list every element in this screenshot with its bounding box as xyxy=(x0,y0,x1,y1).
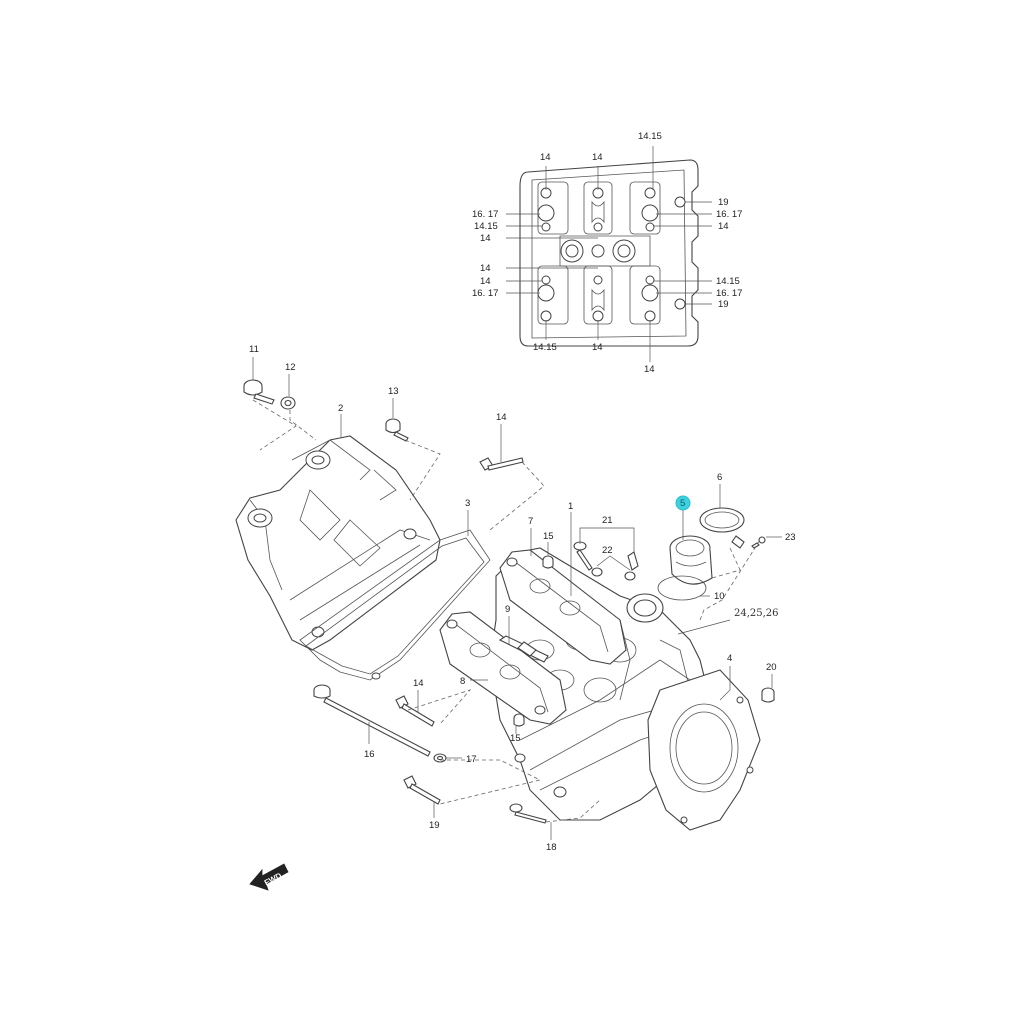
exploded-leaders xyxy=(252,357,782,840)
label-23: 23 xyxy=(785,532,796,543)
bolt-11 xyxy=(243,379,275,405)
label-19-b: 19 xyxy=(718,299,729,310)
label-14-a: 14 xyxy=(540,152,551,163)
label-16-17-left-2: 16. 17 xyxy=(472,288,498,299)
label-14-b: 14 xyxy=(592,152,603,163)
dowel-15-lower xyxy=(513,713,525,727)
screw-23 xyxy=(751,536,766,549)
label-22: 22 xyxy=(602,545,613,556)
label-15-lower: 15 xyxy=(510,733,521,744)
label-14-15-left-1: 14.15 xyxy=(474,221,498,232)
top-view-labels: 14.15 14 14 19 16. 17 14.15 14 16. 17 14… xyxy=(472,131,742,375)
bolt-19 xyxy=(403,775,441,805)
assembly-dashed-lines xyxy=(252,399,761,823)
label-21: 21 xyxy=(602,515,613,526)
hose-clamp-6 xyxy=(699,507,745,549)
label-24-25-26: 24,25,26 xyxy=(734,608,779,619)
label-14-left-1: 14 xyxy=(480,233,491,244)
label-2: 2 xyxy=(338,403,343,414)
label-8: 8 xyxy=(460,676,465,687)
label-13: 13 xyxy=(388,386,399,397)
washer-12 xyxy=(280,396,296,410)
spark-plug-9 xyxy=(498,635,549,663)
label-10: 10 xyxy=(714,591,725,602)
label-19-a: 19 xyxy=(718,197,729,208)
cylinder-head-top-view xyxy=(519,159,699,347)
label-5: 5 xyxy=(680,498,685,509)
fwd-arrow-icon: FWD xyxy=(249,863,289,891)
label-14-left-2: 14 xyxy=(480,263,491,274)
label-3: 3 xyxy=(465,498,470,509)
label-6: 6 xyxy=(717,472,722,483)
cam-holder-7 xyxy=(499,549,627,665)
head-gasket-4 xyxy=(647,669,761,831)
bolt-14-lower xyxy=(395,695,435,727)
bolt-22 xyxy=(591,551,639,581)
label-16-17-right-2: 16. 17 xyxy=(716,288,742,299)
cam-holder-8 xyxy=(439,611,567,725)
label-9: 9 xyxy=(505,604,510,615)
label-16-17-left-1: 16. 17 xyxy=(472,209,498,220)
label-7: 7 xyxy=(528,516,533,527)
label-16: 16 xyxy=(364,749,375,760)
stud-18 xyxy=(509,803,547,824)
head-cover-gasket-3 xyxy=(299,529,491,681)
label-20: 20 xyxy=(766,662,777,673)
label-1: 1 xyxy=(568,501,573,512)
dowel-20 xyxy=(761,687,775,703)
label-12: 12 xyxy=(285,362,296,373)
bolt-21 xyxy=(573,541,593,571)
washer-17 xyxy=(433,753,447,763)
highlight-marker-5 xyxy=(675,495,691,511)
label-16-17-right-1: 16. 17 xyxy=(716,209,742,220)
label-14-15-top: 14.15 xyxy=(638,131,662,142)
label-14-left-3: 14 xyxy=(480,276,491,287)
label-19: 19 xyxy=(429,820,440,831)
label-14-15-right-2: 14.15 xyxy=(716,276,740,287)
exploded-view-labels: 11 12 2 13 14 3 7 1 21 15 22 5 6 23 10 2… xyxy=(249,344,796,853)
bolt-14-upper xyxy=(479,457,524,471)
o-ring-10 xyxy=(657,575,707,601)
label-14-bottom-1: 14 xyxy=(592,342,603,353)
label-14-upper: 14 xyxy=(496,412,507,423)
label-18: 18 xyxy=(546,842,557,853)
bolt-13 xyxy=(385,418,409,442)
label-4: 4 xyxy=(727,653,732,664)
cylinder-head-cover-2 xyxy=(235,435,441,651)
long-bolt-16 xyxy=(313,684,431,757)
label-17: 17 xyxy=(466,754,477,765)
top-view-leaders xyxy=(506,146,712,362)
intake-manifold-5 xyxy=(669,535,713,585)
dowel-15-upper xyxy=(542,555,554,569)
label-14-right-1: 14 xyxy=(718,221,729,232)
label-14-bottom-2: 14 xyxy=(644,364,655,375)
label-14-lower: 14 xyxy=(413,678,424,689)
label-11: 11 xyxy=(249,344,259,355)
label-14-15-bottom: 14.15 xyxy=(533,342,557,353)
label-15-upper: 15 xyxy=(543,531,554,542)
